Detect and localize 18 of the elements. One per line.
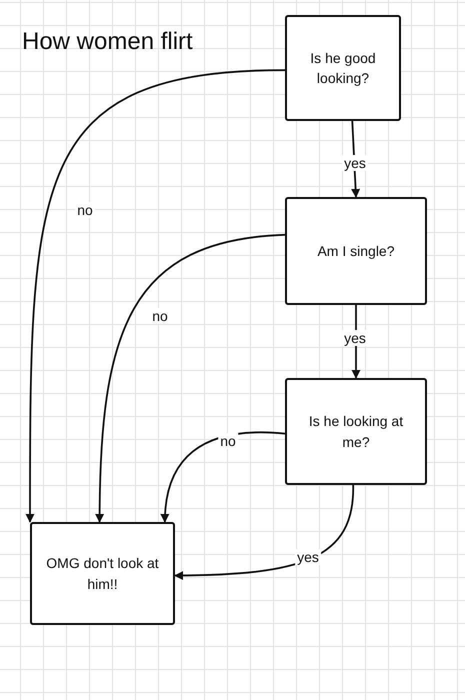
node-text: OMG don't look at him!!: [45, 554, 160, 594]
node-text: Is he looking at me?: [308, 412, 404, 452]
edge-label: no: [150, 308, 170, 324]
edge-label: yes: [295, 549, 321, 565]
arrow: [95, 234, 286, 523]
decision-box: [285, 197, 427, 305]
decision-box: [30, 522, 175, 625]
arrow: [26, 69, 286, 523]
edge-label: no: [218, 433, 238, 449]
edge-label: yes: [342, 155, 368, 171]
edge-label: yes: [342, 330, 368, 346]
diagram-title: How women flirt: [22, 28, 193, 56]
edge-label: no: [75, 202, 95, 218]
node-text: Am I single?: [316, 242, 396, 261]
node-text: Is he good looking?: [309, 48, 377, 88]
decision-box: [285, 378, 427, 485]
arrow: [160, 431, 286, 523]
decision-box: [285, 15, 401, 121]
